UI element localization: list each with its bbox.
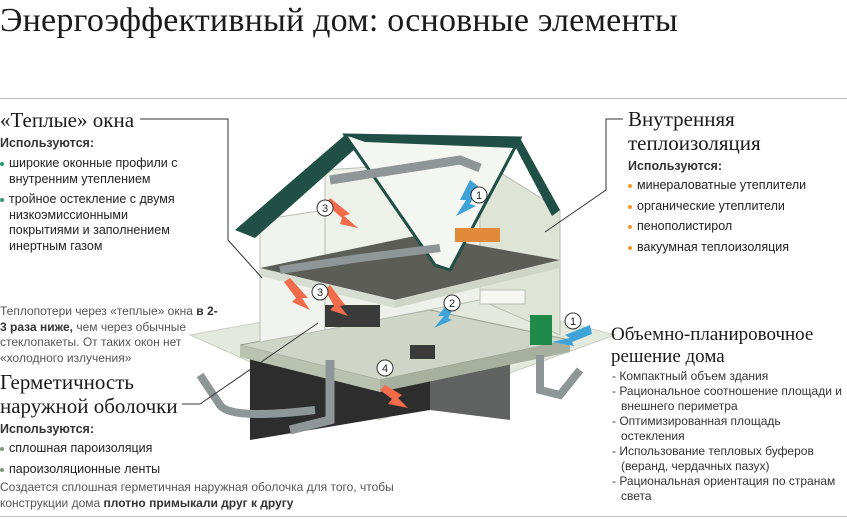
ventilation-duct-top (329, 155, 482, 185)
airtight-leader-line (182, 322, 319, 405)
insulation-item-4: вакуумная теплоизоляция (628, 240, 843, 256)
airtight-heading-line1: Герметичность (0, 370, 134, 394)
layout-item-2: - Рациональное соотношение площади и вне… (612, 384, 842, 413)
hot-air-arrow-attic (326, 198, 358, 228)
windows-heading: «Теплые» окна (0, 108, 135, 132)
windows-used-label: Используются: (0, 136, 95, 150)
airtight-item-1: сплошная пароизоляция (0, 441, 230, 457)
insulation-item-3: пенополистирол (628, 219, 843, 235)
hot-air-arrow-mid (325, 285, 348, 316)
cold-air-arrow-outside (552, 325, 592, 346)
house-illustration: 1 1 2 3 3 4 (188, 133, 617, 440)
windows-note-pre: Теплопотери через «теплые» окна (0, 304, 193, 318)
marker-3-attic-label: 3 (322, 203, 328, 215)
hot-air-arrow-basement (380, 385, 408, 408)
tv-unit (410, 345, 435, 359)
windows-item-2: тройное остекление с двумя низкоэмиссион… (0, 192, 185, 254)
insulation-leader-line (544, 118, 623, 233)
layout-item-3: - Оптимизированная площадь остекления (612, 414, 781, 443)
windows-note-post: чем через обычные стеклопакеты. От таких… (0, 319, 187, 365)
layout-item-5: - Рациональная ориентация по странам све… (612, 474, 836, 503)
ground-pipe-right (536, 355, 584, 400)
airtight-block: Герметичность наружной оболочки Использу… (0, 370, 230, 482)
insulation-used-label: Используются: (628, 159, 723, 173)
layout-item-1: - Компактный объем здания (612, 369, 769, 383)
airtight-note-bold: плотно примыкали друг к другу (103, 495, 294, 510)
airtight-list: сплошная пароизоляция пароизоляционные л… (0, 441, 230, 477)
ground-floor-slab-front (240, 345, 380, 392)
layout-block: Объемно-планировочное решение дома - Ком… (611, 324, 843, 504)
marker-4: 4 (376, 359, 394, 377)
upper-floor-slab-edge-side (395, 260, 560, 308)
bottom-divider (0, 516, 847, 517)
marker-2-label: 2 (449, 298, 455, 310)
page-title: Энергоэффективный дом: основные элементы (0, 2, 678, 39)
marker-2: 2 (443, 294, 461, 312)
ventilation-duct-riser (288, 360, 335, 435)
sofa (479, 289, 526, 305)
airtight-heading-line2: наружной оболочки (0, 394, 178, 418)
marker-4-label: 4 (382, 363, 388, 375)
layout-heading-line2: решение дома (611, 346, 725, 367)
marker-1-outside-label: 1 (570, 316, 576, 328)
marker-3-attic: 3 (316, 199, 334, 217)
layout-item-4: - Использование тепловых буферов (веранд… (612, 444, 814, 473)
airtight-item-2: пароизоляционные ленты (0, 462, 230, 478)
roof-top (345, 135, 520, 148)
windows-note: Теплопотери через «теплые» окна в 2-3 ра… (0, 304, 222, 366)
ground-pipe-left (196, 372, 316, 418)
layout-heading-line1: Объемно-планировочное (611, 324, 814, 345)
roof-right-edge (516, 138, 560, 216)
insulation-heading-line1: Внутренняя (628, 107, 735, 131)
bed (455, 228, 500, 242)
layout-list: - Компактный объем здания - Рациональное… (611, 369, 843, 504)
insulation-heading-line2: теплоизоляция (628, 131, 761, 155)
upper-floor-slab (260, 235, 560, 300)
windows-block: «Теплые» окна Используются: широкие окон… (0, 108, 225, 259)
marker-1-roof: 1 (470, 186, 488, 204)
hot-air-arrow-upper (284, 278, 310, 310)
marker-1-roof-label: 1 (476, 190, 482, 202)
marker-1-outside: 1 (564, 312, 582, 330)
marker-3-floor: 3 (311, 283, 329, 301)
title-divider (0, 98, 847, 99)
cold-air-arrow-roof (456, 180, 478, 216)
roof-left (235, 135, 365, 238)
windows-list: широкие оконные профили с внутренним уте… (0, 156, 185, 254)
airtight-note-pre: Создается сплошная герметичная наружная … (0, 480, 394, 510)
insulation-list: минераловатные утеплители органические у… (628, 178, 843, 255)
insulation-item-1: минераловатные утеплители (628, 178, 843, 194)
ground-floor-slab-side (380, 340, 570, 392)
airtight-used-label: Используются: (0, 422, 95, 436)
insulation-block: Внутренняя теплоизоляция Используются: м… (628, 107, 843, 260)
ventilation-unit (530, 315, 552, 345)
ventilation-duct-upper (279, 244, 441, 274)
insulation-item-2: органические утеплители (628, 199, 843, 215)
windows-item-1: широкие оконные профили с внутренним уте… (0, 156, 185, 187)
airtight-note: Создается сплошная герметичная наружная … (0, 480, 420, 511)
windows-note-bold: в 2-3 раза ниже, (0, 304, 218, 334)
marker-3-floor-label: 3 (317, 287, 323, 299)
windows-leader-line (140, 118, 263, 279)
